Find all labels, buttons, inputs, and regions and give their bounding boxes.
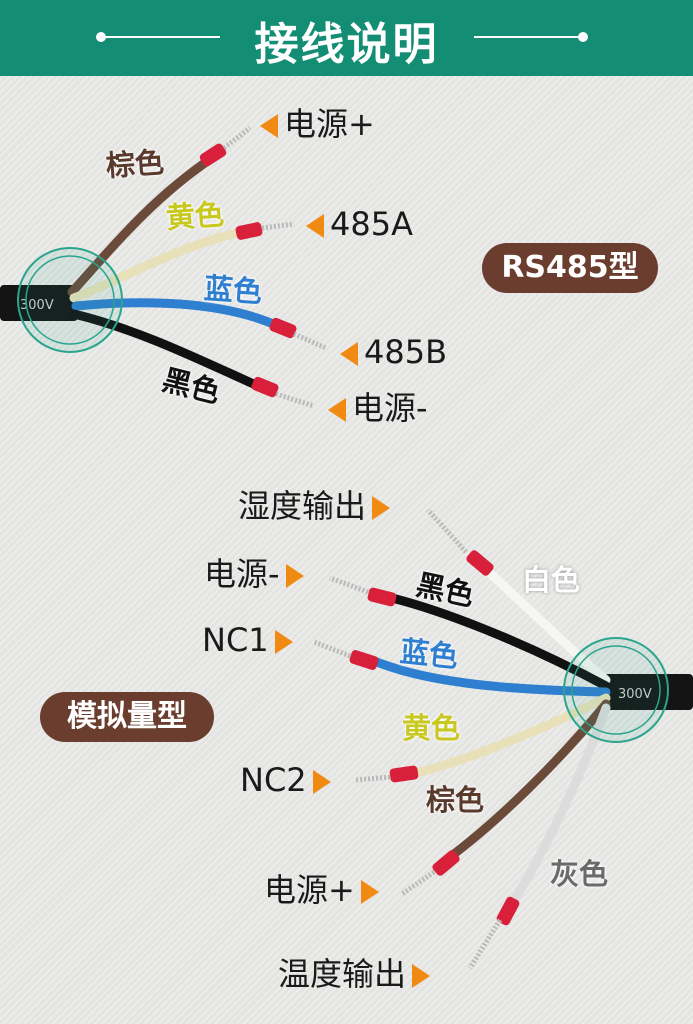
rs485-wire-label-brown: 棕色 xyxy=(104,145,166,183)
analog-cable-jacket xyxy=(604,674,693,710)
analog-wire-label-white: 白色 xyxy=(522,563,581,597)
rs485-ferrule-brown xyxy=(199,143,227,167)
analog-tip-yellow xyxy=(355,774,391,783)
analog-signal-nc2: NC2 xyxy=(240,764,331,796)
analog-ferrule-black xyxy=(367,587,397,607)
analog-signal-power-minus: 电源- xyxy=(204,558,304,590)
header-left-line xyxy=(100,36,220,38)
rs485-tip-yellow xyxy=(261,221,295,231)
analog-tip-black xyxy=(329,575,369,595)
analog-wire-label-gray: 灰色 xyxy=(550,857,609,891)
analog-signal-power-plus: 电源+ xyxy=(264,874,379,906)
analog-wire-label-brown: 棕色 xyxy=(426,783,485,817)
arrow-right-icon xyxy=(360,880,379,904)
rs485-wire-brown xyxy=(67,153,217,297)
analog-wire-black xyxy=(387,593,611,691)
rs485-wire-label-yellow: 黄色 xyxy=(164,197,226,235)
header-right-line xyxy=(474,36,584,38)
rs485-signal-power-plus: 电源+ xyxy=(260,108,375,140)
rs485-wire-blue xyxy=(71,298,283,331)
analog-tip-white xyxy=(426,508,468,554)
analog-ring-outer xyxy=(563,637,669,743)
analog-ferrule-white xyxy=(466,550,494,576)
rs485-tip-brown xyxy=(222,126,252,150)
arrow-right-icon xyxy=(412,964,431,988)
arrow-left-icon xyxy=(306,214,324,238)
analog-ferrule-gray xyxy=(496,896,520,926)
rs485-wire-label-blue: 蓝色 xyxy=(202,271,264,309)
rs485-ferrule-black xyxy=(251,376,279,398)
rs485-tip-blue xyxy=(292,331,328,351)
arrow-right-icon xyxy=(312,770,331,794)
analog-tip-gray xyxy=(467,918,503,970)
rs485-type-badge: RS485型 xyxy=(482,243,658,293)
rs485-ferrule-yellow xyxy=(235,222,263,240)
rs485-tip-black xyxy=(275,391,315,409)
analog-ferrule-brown xyxy=(432,850,460,876)
analog-wire-yellow xyxy=(407,693,611,779)
analog-wire-gray xyxy=(503,703,611,915)
rs485-ring-inner xyxy=(25,255,115,345)
rs485-wire-black xyxy=(69,309,263,391)
rs485-wire-yellow xyxy=(69,227,247,303)
analog-wire-label-yellow: 黄色 xyxy=(402,711,461,745)
analog-tip-brown xyxy=(400,869,436,897)
arrow-left-icon xyxy=(328,398,346,422)
arrow-right-icon xyxy=(274,630,293,654)
rs485-signal-power-minus: 电源- xyxy=(328,392,428,424)
analog-wire-blue xyxy=(367,655,611,697)
analog-ring-inner xyxy=(571,645,661,735)
arrow-left-icon xyxy=(340,342,358,366)
analog-tip-blue xyxy=(313,639,351,659)
analog-ferrule-yellow xyxy=(389,765,419,783)
analog-cable-print: 300V xyxy=(618,687,652,702)
analog-signal-nc1: NC1 xyxy=(202,624,293,656)
analog-type-badge: 模拟量型 xyxy=(40,692,214,742)
analog-wire-white xyxy=(479,563,611,685)
page-title: 接线说明 xyxy=(254,19,439,70)
rs485-ring-outer xyxy=(17,247,123,353)
arrow-right-icon xyxy=(372,496,391,520)
rs485-signal-485a: 485A xyxy=(306,208,413,240)
analog-ferrule-blue xyxy=(349,650,379,670)
rs485-signal-485b: 485B xyxy=(340,336,447,368)
analog-signal-temperature-out: 温度输出 xyxy=(278,958,431,990)
analog-signal-humidity-out: 湿度输出 xyxy=(238,490,391,522)
arrow-left-icon xyxy=(260,114,278,138)
analog-wire-label-blue: 蓝色 xyxy=(398,634,460,674)
arrow-right-icon xyxy=(285,564,304,588)
rs485-ferrule-blue xyxy=(269,317,297,339)
rs485-cable-print: 300V xyxy=(20,298,54,313)
header-right-dot xyxy=(578,32,588,42)
header-bar: 接线说明 xyxy=(0,0,693,76)
